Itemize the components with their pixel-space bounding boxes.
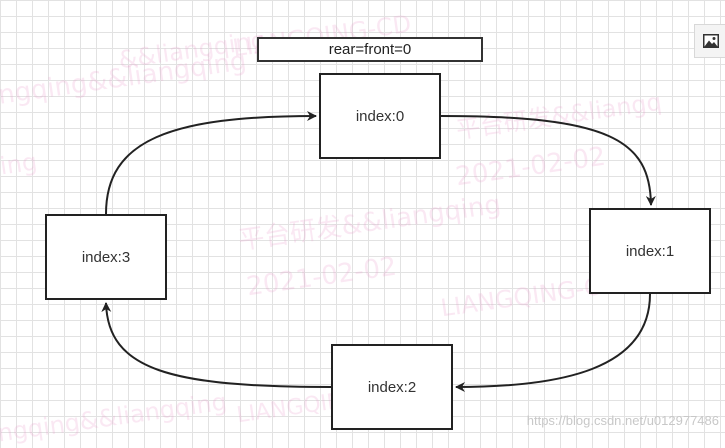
- node-label: index:1: [625, 242, 675, 260]
- arrow-node0-to-node1: [440, 115, 656, 206]
- image-toggle-button[interactable]: [694, 24, 725, 58]
- queue-node-index-1: index:1: [589, 208, 711, 294]
- node-label: index:3: [81, 248, 131, 266]
- arrow-node3-to-node0: [105, 111, 317, 215]
- queue-node-index-2: index:2: [331, 344, 453, 430]
- node-label: index:0: [355, 107, 405, 125]
- queue-node-index-0: index:0: [319, 73, 441, 159]
- node-label: index:2: [367, 378, 417, 396]
- source-credit: https://blog.csdn.net/u012977486: [526, 413, 719, 428]
- arrow-node2-to-node3: [101, 302, 332, 388]
- queue-node-index-3: index:3: [45, 214, 167, 300]
- pointer-label: rear=front=0: [257, 37, 483, 62]
- pointer-label-text: rear=front=0: [328, 41, 412, 58]
- arrow-node1-to-node2: [455, 293, 651, 392]
- image-icon: [703, 34, 719, 48]
